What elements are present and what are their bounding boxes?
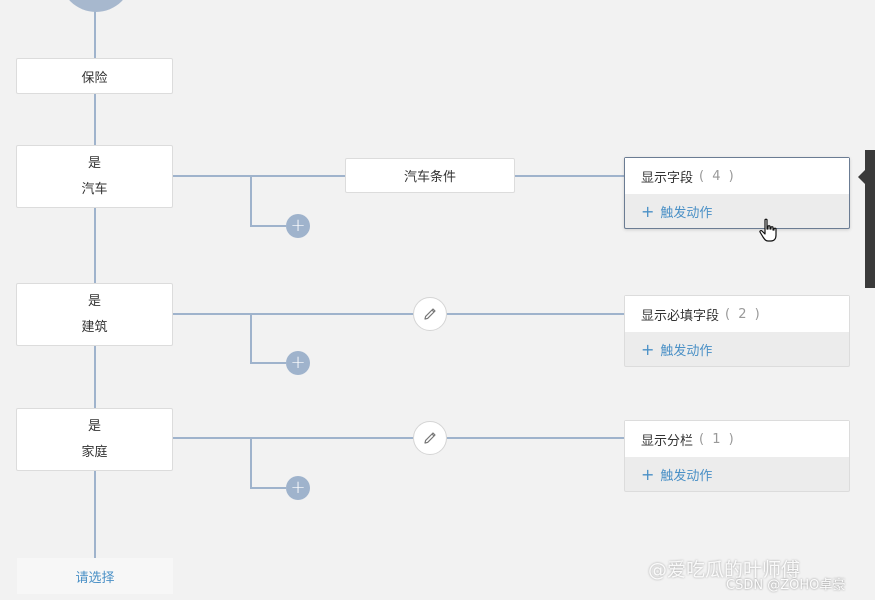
trigger-action-label: 触发动作 bbox=[660, 343, 713, 359]
trigger-action-link[interactable]: + 触发动作 bbox=[625, 457, 849, 491]
trigger-action-label: 触发动作 bbox=[660, 205, 713, 221]
condition-node-car[interactable]: 是 汽车 bbox=[16, 145, 173, 208]
action-card-show-fields[interactable]: 显示字段 ( 4 ) + 触发动作 bbox=[624, 157, 850, 229]
plus-icon: + bbox=[641, 464, 655, 484]
action-title: 显示必填字段 bbox=[641, 308, 720, 324]
add-branch-line bbox=[250, 314, 286, 364]
root-node[interactable]: 保险 bbox=[16, 58, 173, 94]
trigger-action-link[interactable]: + 触发动作 bbox=[625, 332, 849, 366]
plus-icon: + bbox=[641, 339, 655, 359]
plus-icon: + bbox=[290, 477, 306, 498]
watermark-source: CSDN @ZOHO卓豪 bbox=[726, 578, 846, 593]
plus-icon: + bbox=[641, 201, 655, 221]
condition-prefix: 是 bbox=[87, 418, 101, 434]
hand-cursor-icon bbox=[759, 218, 777, 242]
condition-label: 汽车 bbox=[81, 181, 108, 197]
action-card-header[interactable]: 显示字段 ( 4 ) bbox=[625, 158, 849, 194]
condition-label-box[interactable]: 汽车条件 bbox=[345, 158, 515, 193]
action-card-header[interactable]: 显示必填字段 ( 2 ) bbox=[625, 296, 849, 332]
condition-node-building[interactable]: 是 建筑 bbox=[16, 283, 173, 346]
condition-node-home[interactable]: 是 家庭 bbox=[16, 408, 173, 471]
select-dropdown[interactable]: 请选择 bbox=[17, 558, 173, 594]
side-panel[interactable] bbox=[865, 150, 875, 288]
condition-label: 家庭 bbox=[81, 444, 108, 460]
action-title: 显示分栏 bbox=[641, 433, 694, 449]
trigger-action-label: 触发动作 bbox=[660, 468, 713, 484]
action-count: ( 2 ) bbox=[725, 306, 762, 322]
pencil-icon bbox=[424, 308, 436, 320]
action-card-show-required-fields[interactable]: 显示必填字段 ( 2 ) + 触发动作 bbox=[624, 295, 850, 367]
trigger-action-link[interactable]: + 触发动作 bbox=[625, 194, 849, 228]
add-branch-button[interactable]: + bbox=[286, 351, 310, 375]
condition-label: 建筑 bbox=[81, 319, 108, 335]
select-placeholder: 请选择 bbox=[75, 570, 115, 586]
action-card-show-section[interactable]: 显示分栏 ( 1 ) + 触发动作 bbox=[624, 420, 850, 492]
edit-condition-button[interactable] bbox=[413, 421, 447, 455]
action-count: ( 4 ) bbox=[699, 168, 736, 184]
watermark: @爱吃瓜的叶师傅 bbox=[648, 559, 801, 581]
condition-box-text: 汽车条件 bbox=[403, 170, 456, 185]
add-branch-line bbox=[250, 176, 286, 227]
plus-icon: + bbox=[290, 352, 306, 373]
add-branch-button[interactable]: + bbox=[286, 214, 310, 238]
side-panel-arrow-icon bbox=[858, 170, 865, 184]
condition-prefix: 是 bbox=[87, 155, 101, 171]
action-card-header[interactable]: 显示分栏 ( 1 ) bbox=[625, 421, 849, 457]
plus-icon: + bbox=[290, 215, 306, 236]
action-title: 显示字段 bbox=[641, 170, 694, 186]
condition-prefix: 是 bbox=[87, 293, 101, 309]
action-count: ( 1 ) bbox=[699, 431, 736, 447]
add-branch-line bbox=[250, 438, 286, 489]
root-node-label: 保险 bbox=[81, 70, 108, 86]
edit-condition-button[interactable] bbox=[413, 297, 447, 331]
add-branch-button[interactable]: + bbox=[286, 476, 310, 500]
pencil-icon bbox=[424, 432, 436, 444]
